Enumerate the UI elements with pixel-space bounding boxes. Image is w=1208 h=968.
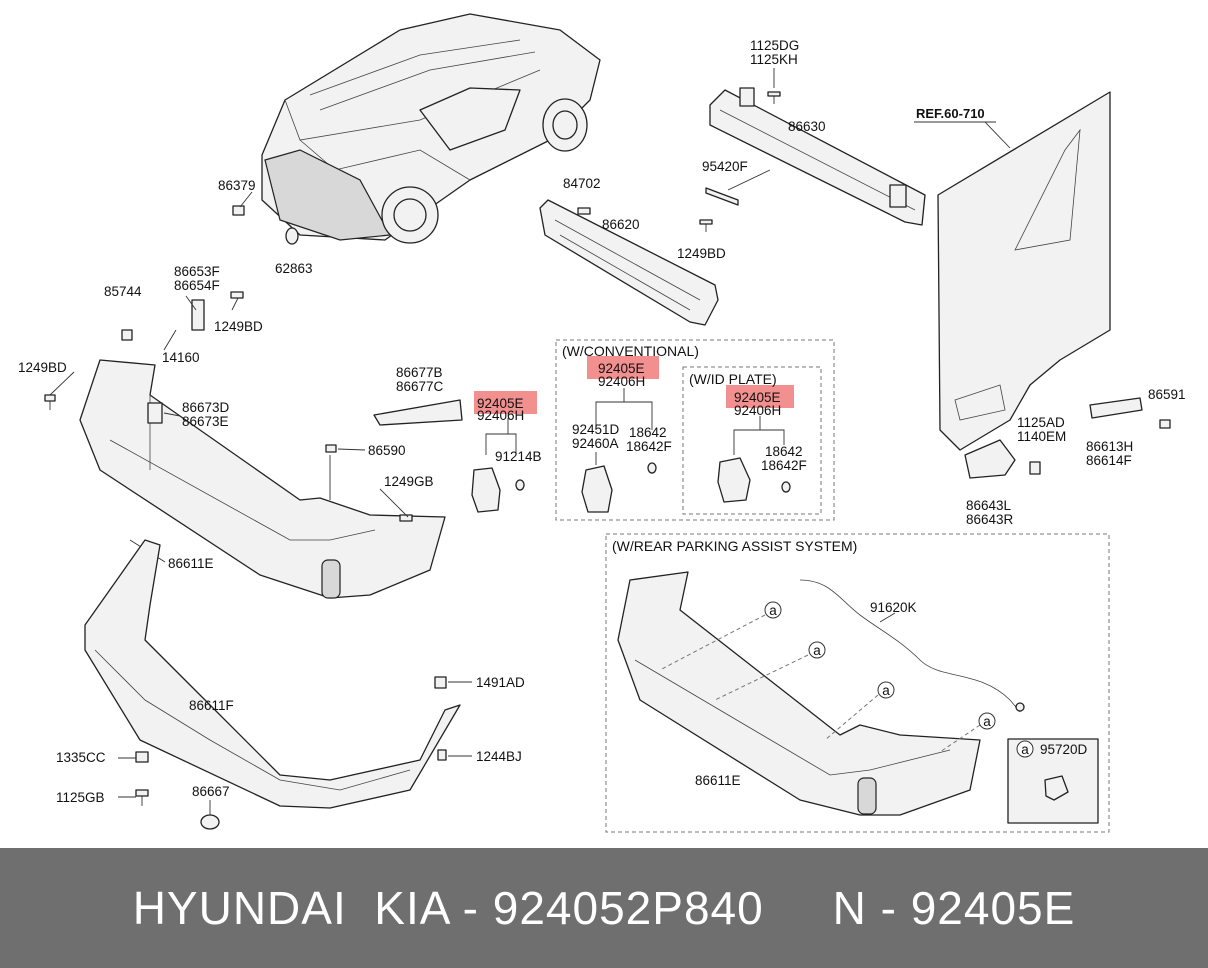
label-1125ad: 1125AD xyxy=(1017,415,1065,430)
label-86653f: 86653F xyxy=(174,264,220,279)
lower-bumper-cover xyxy=(84,539,472,830)
highlight-92405e-2 xyxy=(587,356,659,379)
id-plate-box xyxy=(682,366,822,515)
id-plate-title: (W/ID PLATE) xyxy=(689,371,777,387)
callout-a-3: a xyxy=(882,683,890,698)
callout-a-legend: a xyxy=(1021,742,1029,757)
label-95420f: 95420F xyxy=(702,159,748,174)
conventional-title: (W/CONVENTIONAL) xyxy=(562,343,699,359)
label-86673e: 86673E xyxy=(182,414,229,429)
label-85744: 85744 xyxy=(104,284,142,299)
parking-assist-bumper xyxy=(617,571,1099,824)
parts-diagram: a a a a a (W/CONVENTIONAL) (W/ID PLATE) … xyxy=(18,13,1186,833)
label-86590: 86590 xyxy=(368,443,406,458)
label-86643l: 86643L xyxy=(966,498,1012,513)
part-number-footer: HYUNDAI KIA - 924052P840 N - 92405E xyxy=(0,848,1208,968)
callout-a-1: a xyxy=(769,603,777,618)
label-86673d: 86673D xyxy=(182,400,230,415)
rear-bumper-cover xyxy=(44,291,463,599)
label-92406h-a: 92406H xyxy=(477,408,524,423)
label-86643r: 86643R xyxy=(966,512,1014,527)
rear-beam-assembly xyxy=(539,68,926,326)
callout-a-4: a xyxy=(983,714,991,729)
label-92406h-c: 92406H xyxy=(734,403,781,418)
label-1125gb: 1125GB xyxy=(56,790,105,805)
label-84702: 84702 xyxy=(563,176,601,191)
label-86620: 86620 xyxy=(602,217,640,232)
conventional-box xyxy=(555,339,835,521)
highlight-92405e-3 xyxy=(726,385,794,408)
label-92451d: 92451D xyxy=(572,422,620,437)
label-95720d: 95720D xyxy=(1040,742,1088,757)
label-1140em: 1140EM xyxy=(1017,429,1066,444)
label-1249bd-b: 1249BD xyxy=(214,319,263,334)
label-92460a: 92460A xyxy=(572,436,619,451)
label-92405e-a: 92405E xyxy=(477,396,524,411)
label-86677b: 86677B xyxy=(396,365,443,380)
label-91214b: 91214B xyxy=(495,449,542,464)
body-side-panel xyxy=(937,91,1171,479)
label-86630: 86630 xyxy=(788,119,826,134)
label-86611e-a: 86611E xyxy=(168,556,214,571)
label-18642f-b: 18642F xyxy=(761,458,807,473)
label-86591: 86591 xyxy=(1148,387,1186,402)
label-1244bj: 1244BJ xyxy=(476,749,522,764)
label-86667: 86667 xyxy=(192,784,230,799)
vehicle-illustration xyxy=(232,13,601,245)
label-1491ad: 1491AD xyxy=(476,675,525,690)
label-91620k: 91620K xyxy=(870,600,917,615)
label-86379: 86379 xyxy=(218,178,256,193)
label-1249gb: 1249GB xyxy=(384,474,434,489)
callout-a-2: a xyxy=(813,643,821,658)
label-86654f: 86654F xyxy=(174,278,220,293)
footer-part-number-text: HYUNDAI KIA - 924052P840 N - 92405E xyxy=(132,882,1076,934)
label-14160: 14160 xyxy=(162,350,200,365)
lamp-units xyxy=(471,388,791,513)
label-18642-a: 18642 xyxy=(629,425,667,440)
label-92405e-b: 92405E xyxy=(598,361,645,376)
label-1335cc: 1335CC xyxy=(56,750,106,765)
label-86611f: 86611F xyxy=(189,698,234,713)
label-1125dg: 1125DG xyxy=(750,38,799,53)
label-86614f: 86614F xyxy=(1086,453,1132,468)
parking-assist-box xyxy=(605,533,1110,833)
label-ref-60-710: REF.60-710 xyxy=(916,106,985,121)
part-labels: 86379 62863 84702 86620 1125DG 1125KH 86… xyxy=(18,38,1186,805)
label-18642-b: 18642 xyxy=(765,444,803,459)
label-92406h-b: 92406H xyxy=(598,374,645,389)
label-86677c: 86677C xyxy=(396,379,444,394)
parking-title: (W/REAR PARKING ASSIST SYSTEM) xyxy=(612,538,857,554)
label-86611e-b: 86611E xyxy=(695,773,741,788)
label-92405e-c: 92405E xyxy=(734,390,781,405)
label-18642f-a: 18642F xyxy=(626,439,672,454)
callout-a-markers: a a a a a xyxy=(764,601,1034,758)
label-1249bd-a: 1249BD xyxy=(677,246,726,261)
highlight-92405e-1 xyxy=(474,391,537,414)
label-86613h: 86613H xyxy=(1086,439,1133,454)
label-62863: 62863 xyxy=(275,261,313,276)
label-1249bd-c: 1249BD xyxy=(18,360,67,375)
label-1125kh: 1125KH xyxy=(750,52,798,67)
